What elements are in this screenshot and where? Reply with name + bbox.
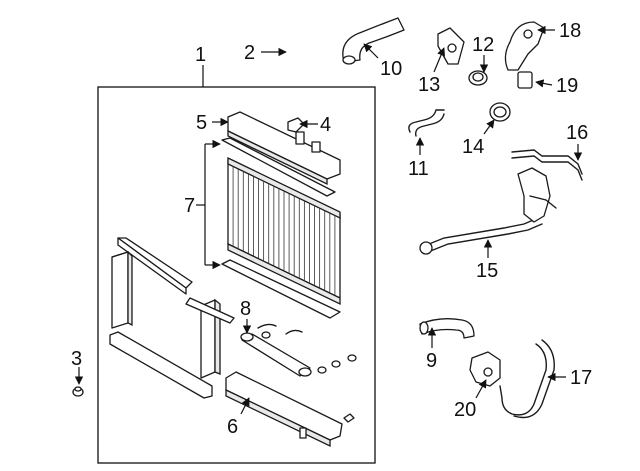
water-pipe-part-16 [511,149,583,181]
radiator-core [227,156,341,306]
lower-hose-part-9 [419,318,475,339]
water-outlet-part-13 [437,27,465,65]
callout-1: 1 [195,44,206,66]
callout-13: 13 [418,74,440,96]
callout-19: 19 [556,75,578,97]
drain-cock-part-4 [287,117,305,133]
callout-17: 17 [570,367,592,389]
callout-18: 18 [559,20,581,42]
assembly-frame [97,86,376,464]
callout-16: 16 [566,122,588,144]
callout-15: 15 [476,260,498,282]
callout-7: 7 [184,195,195,217]
callout-6: 6 [227,416,238,438]
callout-4: 4 [320,114,331,136]
callout-14: 14 [462,136,484,158]
water-inlet-part-18 [504,21,545,71]
tank-gaskets-part-7 [221,137,341,319]
lower-tank-part-6 [225,371,355,448]
clip-part-3 [72,386,84,397]
callout-leaders [74,25,583,415]
bypass-pipe-part-15 [419,167,557,255]
oil-cooler-part-8 [240,323,357,377]
fan-shroud-parts [109,237,235,399]
callout-5: 5 [196,112,207,134]
callout-9: 9 [426,350,437,372]
callout-3: 3 [71,348,82,370]
upper-tank-part-5 [227,111,341,186]
callout-8: 8 [240,298,251,320]
fitting-part-19 [517,71,533,89]
callout-12: 12 [472,34,494,56]
electric-pump-part-20 [469,351,501,387]
thermostat-part-12 [468,70,488,86]
heater-hose-part-17 [499,339,555,419]
callout-10: 10 [380,58,402,80]
callout-2: 2 [244,42,255,64]
callout-20: 20 [454,399,476,421]
bypass-hose-part-11 [408,109,445,137]
radiator-cap-part-14 [489,102,511,122]
callout-11: 11 [408,158,429,180]
